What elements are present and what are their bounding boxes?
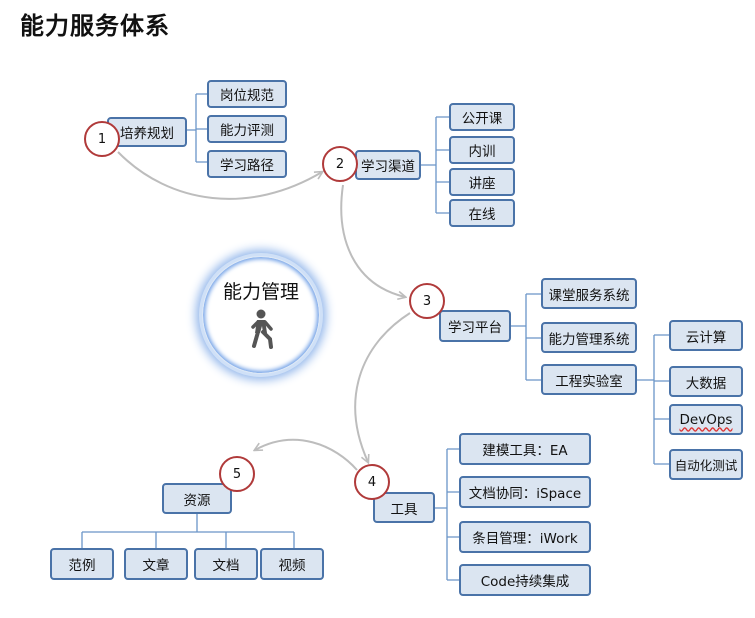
node-3-child-2[interactable]: 能力管理系统 bbox=[541, 322, 637, 353]
node-5-child-2[interactable]: 文章 bbox=[124, 548, 188, 580]
lab-child-2[interactable]: 大数据 bbox=[669, 366, 743, 397]
lab-child-3-label: DevOps bbox=[679, 411, 733, 428]
node-2-child-4[interactable]: 在线 bbox=[449, 199, 515, 227]
step-2-badge: 2 bbox=[322, 146, 358, 182]
node-3-child-3[interactable]: 工程实验室 bbox=[541, 364, 637, 395]
node-5-child-4[interactable]: 视频 bbox=[260, 548, 324, 580]
step-1-badge: 1 bbox=[84, 121, 120, 157]
flow-arrow-2-3 bbox=[340, 184, 405, 297]
node-4-box[interactable]: 工具 bbox=[373, 492, 435, 523]
page-title: 能力服务体系 bbox=[20, 12, 170, 40]
walking-person-icon bbox=[251, 309, 273, 349]
flow-arrow-3-4 bbox=[354, 312, 411, 462]
node-2-child-2[interactable]: 内训 bbox=[449, 136, 515, 164]
step-4-badge: 4 bbox=[354, 464, 390, 500]
node-1-child-2[interactable]: 能力评测 bbox=[207, 115, 287, 143]
lab-child-3[interactable]: DevOps bbox=[669, 404, 743, 435]
flow-arrow-1-2 bbox=[117, 151, 322, 200]
central-hub: 能力管理 bbox=[202, 256, 320, 374]
node-5-box[interactable]: 资源 bbox=[162, 483, 232, 514]
node-5-child-3[interactable]: 文档 bbox=[194, 548, 258, 580]
node-1-box[interactable]: 培养规划 bbox=[107, 117, 187, 147]
node-4-child-2[interactable]: 文档协同：iSpace bbox=[459, 476, 591, 508]
step-5-badge: 5 bbox=[219, 456, 255, 492]
node-4-child-3[interactable]: 条目管理：iWork bbox=[459, 521, 591, 553]
lab-child-4[interactable]: 自动化测试 bbox=[669, 449, 743, 480]
node-1-child-1[interactable]: 岗位规范 bbox=[207, 80, 287, 108]
node-3-child-1[interactable]: 课堂服务系统 bbox=[541, 278, 637, 309]
lab-child-1[interactable]: 云计算 bbox=[669, 320, 743, 351]
node-4-child-4[interactable]: Code持续集成 bbox=[459, 564, 591, 596]
flow-arrow-4-5 bbox=[255, 438, 358, 471]
step-3-badge: 3 bbox=[409, 283, 445, 319]
node-2-child-3[interactable]: 讲座 bbox=[449, 168, 515, 196]
node-4-child-1[interactable]: 建模工具：EA bbox=[459, 433, 591, 465]
hub-label: 能力管理 bbox=[222, 281, 299, 303]
node-3-box[interactable]: 学习平台 bbox=[439, 310, 511, 342]
node-2-child-1[interactable]: 公开课 bbox=[449, 103, 515, 131]
node-1-child-3[interactable]: 学习路径 bbox=[207, 150, 287, 178]
node-2-box[interactable]: 学习渠道 bbox=[355, 150, 421, 180]
node-5-child-1[interactable]: 范例 bbox=[50, 548, 114, 580]
